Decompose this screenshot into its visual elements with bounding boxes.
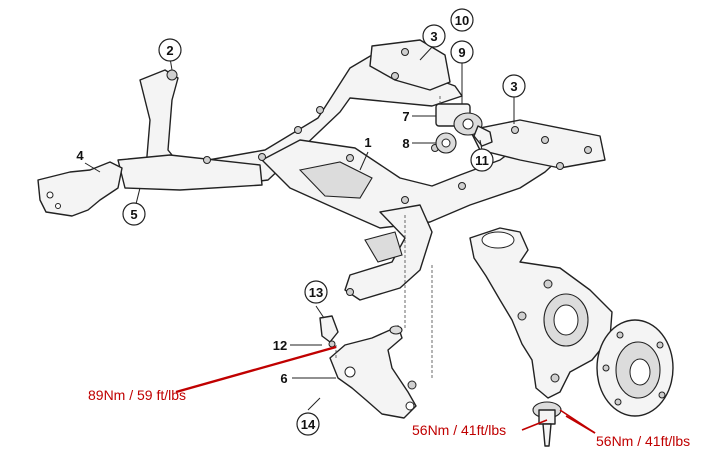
callout-12: 12 [273, 338, 287, 353]
lower-control-arm [329, 325, 417, 419]
callout-2: 2 [166, 43, 173, 58]
ball-joint-torque-label-left: 56Nm / 41ft/lbs [412, 422, 506, 438]
callout-3-right: 3 [510, 79, 517, 94]
callout-11: 11 [475, 153, 489, 168]
callout-leaders [84, 45, 515, 411]
callout-14: 14 [301, 417, 316, 432]
ball-joint-torque-pointer-left [521, 419, 548, 431]
steering-knuckle [469, 227, 613, 399]
callout-6: 6 [280, 371, 287, 386]
callout-9: 9 [458, 45, 465, 60]
ball-joint-torque-pointer-right-b [565, 415, 596, 434]
control-arm-torque-pointer [175, 345, 337, 394]
callout-4: 4 [76, 148, 84, 163]
wheel-hub [596, 319, 674, 417]
callout-3-upper: 3 [430, 29, 437, 44]
callout-10: 10 [455, 13, 469, 28]
callout-13: 13 [309, 285, 323, 300]
control-arm-torque-label: 89Nm / 59 ft/lbs [88, 387, 186, 403]
callout-circles [122, 8, 526, 436]
callout-7: 7 [402, 109, 409, 124]
torque-annotations: 89Nm / 59 ft/lbs 56Nm / 41ft/lbs 56Nm / … [88, 345, 690, 449]
level-sensor [319, 315, 339, 348]
front-subframe [117, 39, 606, 301]
left-mount-bracket [37, 161, 123, 217]
rear-bushing-assembly [435, 103, 493, 154]
ball-joint [532, 401, 562, 447]
ball-joint-torque-label-right: 56Nm / 41ft/lbs [596, 433, 690, 449]
callout-labels: 1 2 3 3 4 5 6 7 8 9 10 11 12 13 14 [76, 13, 517, 432]
callout-1: 1 [364, 135, 371, 150]
callout-5: 5 [130, 207, 137, 222]
callout-8: 8 [402, 136, 409, 151]
